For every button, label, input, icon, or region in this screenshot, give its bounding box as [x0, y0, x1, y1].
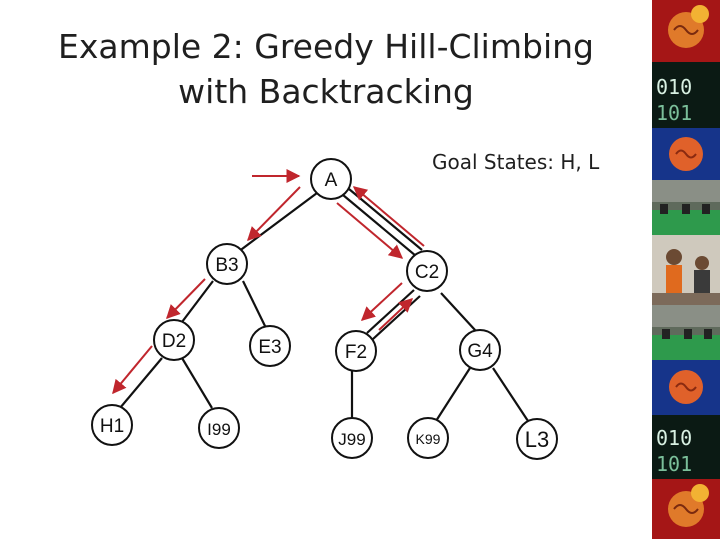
edge-g4-l3 — [492, 367, 529, 422]
brain-icon — [669, 370, 703, 404]
edge-d2-h1 — [119, 357, 163, 409]
binary-code-icon: 010 101 — [656, 75, 692, 125]
edge-a-c2-double — [348, 188, 423, 251]
edge-c2-g4 — [440, 292, 476, 331]
svg-text:010: 010 — [656, 75, 692, 99]
thumbnail-brain-1[interactable] — [652, 0, 720, 62]
node-d2-label: D2 — [162, 331, 186, 352]
node-j99 — [331, 417, 373, 459]
node-c2 — [406, 250, 448, 292]
edge-c2-f2 — [366, 289, 415, 334]
edge-b3-e3 — [242, 280, 266, 327]
svg-text:101: 101 — [656, 101, 692, 125]
node-e3 — [249, 325, 291, 367]
node-i99 — [198, 407, 240, 449]
node-h1 — [91, 404, 133, 446]
video-thumbnail-strip: 010 101 — [652, 0, 720, 539]
node-k99 — [407, 417, 449, 459]
thumbnail-brain-3[interactable] — [652, 360, 720, 415]
goal-states-label: Goal States: H, L — [432, 150, 600, 174]
node-g4 — [459, 329, 501, 371]
classroom-icon — [652, 305, 720, 360]
title-line-2: with Backtracking — [178, 72, 474, 111]
arrow-b3-to-d2 — [166, 278, 206, 320]
search-tree-diagram: A B3 C2 D2 E3 F2 G4 H1 I99 J99 K99 L3 — [91, 158, 558, 460]
node-a-label: A — [325, 170, 338, 191]
thumbnail-people[interactable] — [652, 235, 720, 305]
node-i99-label: I99 — [207, 420, 231, 439]
arrow-f2-to-c2 — [378, 298, 414, 331]
thumbnail-binary-2[interactable]: 010 101 — [652, 415, 720, 479]
svg-text:010: 010 — [656, 426, 692, 450]
thumbnail-binary-1[interactable]: 010 101 — [652, 62, 720, 128]
edge-g4-k99 — [435, 367, 471, 422]
classroom-icon — [652, 180, 720, 235]
node-f2 — [335, 330, 377, 372]
node-b3-label: B3 — [215, 255, 238, 276]
svg-text:101: 101 — [656, 452, 692, 476]
binary-code-icon: 010 101 — [656, 426, 692, 476]
brain-icon — [669, 137, 703, 171]
edge-b3-d2 — [181, 280, 214, 323]
edge-d2-i99 — [181, 357, 213, 409]
node-d2 — [153, 319, 195, 361]
arrow-c2-to-a — [352, 186, 425, 247]
node-l3-label: L3 — [525, 427, 549, 452]
arrow-a-to-b3 — [247, 186, 301, 241]
node-k99-label: K99 — [416, 431, 441, 447]
arrow-c2-to-f2 — [360, 282, 403, 321]
node-a — [310, 158, 352, 200]
node-g4-label: G4 — [467, 341, 493, 362]
node-c2-label: C2 — [415, 262, 439, 283]
node-b3 — [206, 243, 248, 285]
arrow-a-to-c2 — [336, 202, 404, 259]
thumbnail-classroom-1[interactable] — [652, 180, 720, 235]
arrow-d2-to-h1 — [112, 345, 153, 395]
node-j99-label: J99 — [338, 430, 365, 449]
edge-a-b3 — [237, 192, 318, 253]
node-e3-label: E3 — [258, 337, 281, 358]
slide: Example 2: Greedy Hill-Climbing with Bac… — [0, 24, 652, 460]
thumbnail-brain-2[interactable] — [652, 128, 720, 180]
slide-title: Example 2: Greedy Hill-Climbing with Bac… — [0, 24, 652, 114]
thumbnail-classroom-2[interactable] — [652, 305, 720, 360]
edge-a-c2 — [342, 194, 417, 257]
people-icon — [652, 235, 720, 305]
node-l3 — [516, 418, 558, 460]
node-f2-label: F2 — [345, 342, 367, 363]
thumbnail-brain-4[interactable] — [652, 479, 720, 539]
node-h1-label: H1 — [100, 416, 124, 437]
title-line-1: Example 2: Greedy Hill-Climbing — [58, 27, 594, 66]
brain-icon — [668, 5, 709, 48]
brain-icon — [668, 484, 709, 527]
